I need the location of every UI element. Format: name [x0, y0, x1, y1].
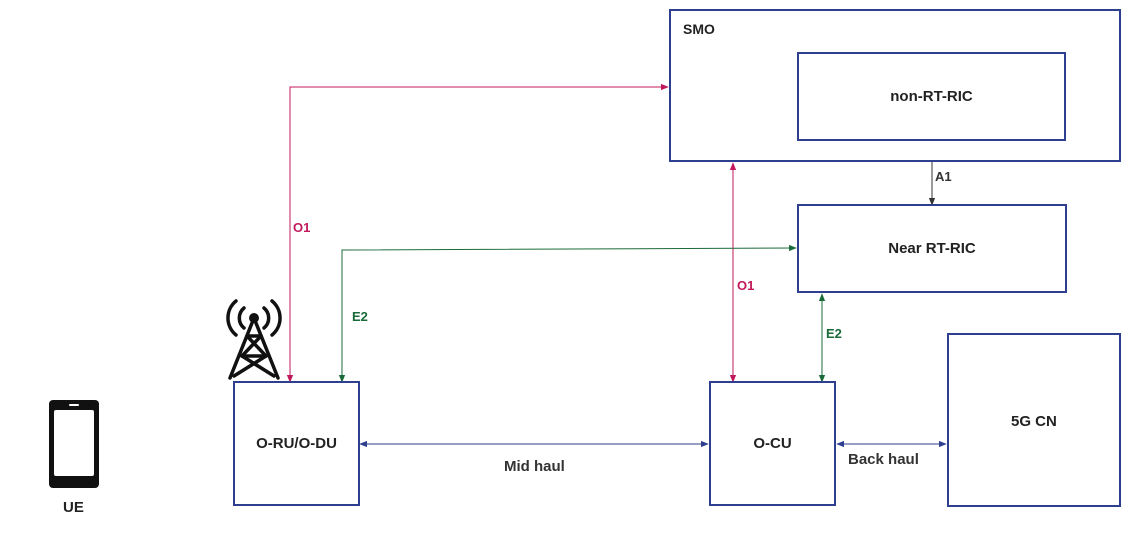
o1-left-label: O1: [293, 220, 311, 235]
o1-right-label: O1: [737, 278, 755, 293]
5g-cn-label: 5G CN: [1011, 413, 1057, 430]
non-rt-ric-label: non-RT-RIC: [890, 88, 973, 105]
o-ru-o-du-label: O-RU/O-DU: [256, 435, 337, 452]
o1-link-ru-du-smo: [286, 83, 669, 383]
near-rt-ric-label: Near RT-RIC: [888, 240, 976, 257]
e2-left-label: E2: [352, 309, 368, 324]
non-rt-ric-box: non-RT-RIC: [797, 52, 1066, 141]
5g-cn-box: 5G CN: [947, 333, 1121, 507]
a1-label: A1: [935, 169, 952, 184]
o-cu-box: O-CU: [709, 381, 836, 506]
o-ru-o-du-box: O-RU/O-DU: [233, 381, 360, 506]
antenna-tower-icon: [226, 299, 282, 380]
mid-haul-label: Mid haul: [504, 458, 565, 475]
mobile-phone-icon: [49, 400, 99, 488]
o-cu-label: O-CU: [753, 435, 792, 452]
e2-link-ru-du-near-rt-ric: [338, 244, 797, 383]
ue-label: UE: [63, 499, 84, 516]
back-haul-label: Back haul: [848, 451, 919, 468]
e2-right-label: E2: [826, 326, 842, 341]
smo-label: SMO: [683, 21, 715, 37]
near-rt-ric-box: Near RT-RIC: [797, 204, 1067, 293]
